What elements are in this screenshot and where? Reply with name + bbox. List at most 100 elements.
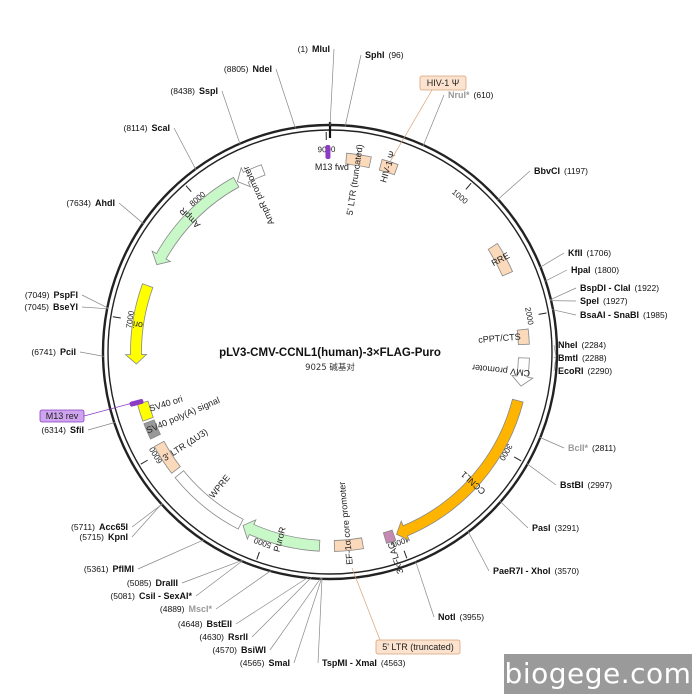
feature-label-ori: ori	[132, 319, 143, 330]
ltr5-callout-leader	[351, 567, 381, 641]
tick-mark	[112, 316, 121, 319]
site-leader-ndei	[275, 68, 296, 129]
site-tspmi-xmai: TspMI - XmaI(4563)	[322, 658, 406, 668]
site-pasi: PasI(3291)	[532, 523, 579, 533]
site-ndei: (8805)NdeI	[224, 64, 272, 74]
tick-mark	[403, 550, 408, 559]
site-smai: (4565)SmaI	[240, 658, 290, 668]
tick-mark	[538, 312, 547, 315]
site-leader-paer7i-xhoi	[467, 530, 490, 572]
site-msci: (4889)MscI*	[160, 604, 213, 614]
site-leader-pcii	[79, 351, 105, 357]
hiv-psi-callout-leader	[390, 89, 433, 162]
site-acc65i: (5711)Acc65I	[71, 522, 128, 532]
site-rsrii: (4630)RsrII	[199, 632, 248, 642]
ltr5-callout-box	[375, 639, 461, 655]
site-bsiwi: (4570)BsiWI	[212, 645, 266, 655]
site-bmti: BmtI(2288)	[558, 353, 607, 363]
site-leader-bspdi-clai	[549, 287, 577, 301]
site-leader-acc65i	[131, 503, 163, 528]
site-leader-kpni	[131, 503, 163, 538]
primer-m13rev-leader	[83, 402, 134, 417]
site-leader-nhei	[553, 344, 557, 357]
site-leader-nrui	[422, 94, 445, 147]
feature-puror	[242, 519, 321, 552]
feature-ccnl1	[395, 398, 524, 542]
hiv-psi-callout-label: HIV-1 Ψ	[427, 78, 460, 88]
site-leader-pasi	[499, 500, 529, 529]
site-nrui: NruI*(610)	[448, 90, 494, 100]
site-paer7i-xhoi: PaeR7I - XhoI(3570)	[493, 566, 579, 576]
site-leader-rsrii	[251, 576, 312, 638]
feature-cppt	[516, 328, 530, 346]
feature-label-ltr3: 3' LTR (ΔU3)	[161, 427, 210, 463]
site-leader-smai	[293, 577, 323, 664]
feature-sv40ori	[136, 400, 154, 422]
site-leader-noti	[415, 561, 435, 618]
feature-hiv_psi	[378, 158, 399, 176]
primer-m13fwd-label: M13 fwd	[315, 162, 349, 172]
primer-m13rev-label: M13 rev	[46, 411, 79, 421]
site-sphi: SphI(96)	[365, 50, 404, 60]
site-kfli: KflI(1706)	[568, 248, 611, 258]
ltr5-callout-label: 5' LTR (truncated)	[382, 642, 454, 652]
site-leader-sfii	[87, 422, 116, 431]
site-leader-csii-sexai	[195, 560, 244, 597]
site-pcii: (6741)PciI	[31, 347, 76, 357]
site-leader-msci	[215, 569, 272, 610]
site-leader-hpai	[544, 269, 568, 282]
site-scai: (8114)ScaI	[124, 123, 170, 133]
site-leader-kfli	[539, 252, 565, 268]
hiv-psi-callout-box	[419, 75, 467, 91]
site-pspfi: (7049)PspFI	[25, 290, 78, 300]
site-ecori: EcoRI(2290)	[558, 366, 612, 376]
site-sfii: (6314)SfiI	[41, 425, 84, 435]
site-pflmi: (5361)PflMI	[84, 564, 134, 574]
site-spei: SpeI(1927)	[580, 296, 628, 306]
site-bsaai-snabi: BsaAI - SnaBI(1985)	[580, 310, 668, 320]
feature-ori	[124, 283, 154, 365]
site-ahdi: (7634)AhdI	[66, 198, 115, 208]
feature-cmv	[511, 357, 534, 387]
site-leader-bsiwi	[269, 577, 322, 651]
site-leader-scai	[173, 127, 197, 171]
site-noti: NotI(3955)	[438, 612, 484, 622]
tick-label: 7000	[124, 310, 136, 330]
feature-label-ef1a: EF-1α core promoter	[337, 481, 355, 565]
watermark: biogege.com	[504, 654, 692, 694]
site-hpai: HpaI(1800)	[571, 265, 619, 275]
restriction-sites: (1)MluISphI(96)NruI*(610)BbvCI(1197)KflI…	[24, 44, 667, 668]
site-bsteii: (4648)BstEII	[178, 619, 232, 629]
tick-mark	[513, 456, 522, 462]
site-leader-sphi	[344, 54, 362, 127]
site-leader-pspfi	[81, 294, 109, 309]
site-leader-pflmi	[137, 539, 205, 570]
site-leader-bsaai-snabi	[551, 309, 577, 316]
site-leader-bsteii	[235, 576, 309, 625]
tick-label: 2000	[523, 307, 535, 327]
tick-mark	[465, 182, 472, 190]
site-leader-bseyi	[81, 306, 109, 310]
tick-mark	[185, 185, 192, 193]
primer-m13rev-mark	[129, 399, 144, 407]
site-leader-bmti	[553, 356, 557, 359]
feature-ef1a	[333, 537, 364, 552]
feature-label-wpre: WPRE	[207, 473, 232, 500]
site-bspdi-clai: BspDI - ClaI(1922)	[580, 283, 659, 293]
site-leader-draiii	[181, 559, 243, 584]
feature-ampr	[151, 176, 240, 266]
site-leader-ecori	[553, 357, 557, 372]
site-kpni: (5715)KpnI	[79, 532, 128, 542]
site-draiii: (5085)DraIII	[127, 578, 178, 588]
site-leader-ahdi	[118, 202, 145, 225]
site-leader-tspmi-xmai	[317, 577, 323, 664]
site-bcli: BclI*(2811)	[568, 443, 616, 453]
site-leader-bstbi	[526, 463, 557, 486]
feature-wpre	[174, 470, 244, 530]
site-bstbi: BstBI(2997)	[560, 480, 612, 490]
site-bbvci: BbvCI(1197)	[534, 166, 588, 176]
site-sspi: (8438)SspI	[170, 86, 218, 96]
plasmid-name: pLV3-CMV-CCNL1(human)-3×FLAG-Puro	[219, 347, 441, 359]
